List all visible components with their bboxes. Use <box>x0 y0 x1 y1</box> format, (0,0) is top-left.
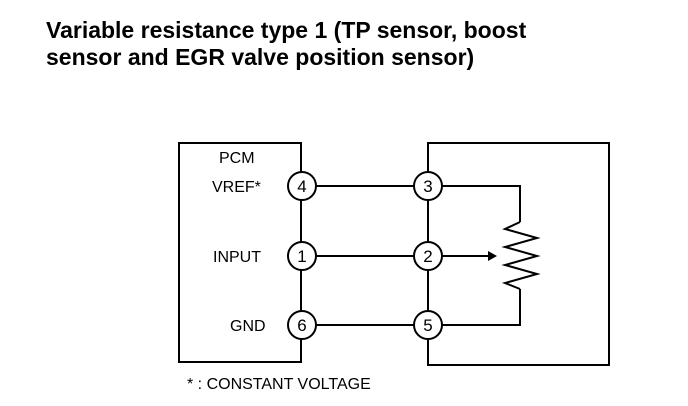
pcm-pin-circle <box>287 310 317 340</box>
sensor-wire-bottom <box>442 289 521 326</box>
pcm-pin-number: 1 <box>297 247 306 266</box>
pcm-pin-circle <box>287 241 317 271</box>
sensor-pin-number: 5 <box>423 316 432 335</box>
pcm-pin-number: 6 <box>297 316 306 335</box>
wiper-arrow-icon <box>488 251 497 261</box>
pcm-pin-number: 4 <box>297 177 306 196</box>
sensor-pin-number: 2 <box>423 247 432 266</box>
title-line-1: Variable resistance type 1 (TP sensor, b… <box>46 17 527 43</box>
pin-signal-input: INPUT <box>213 249 261 266</box>
sensor-pin-circle <box>413 241 443 271</box>
pcm-label: PCM <box>219 150 255 167</box>
footnote: * : CONSTANT VOLTAGE <box>187 376 371 393</box>
resistor-icon <box>501 221 541 290</box>
title-line-2: sensor and EGR valve position sensor) <box>46 44 475 70</box>
pin-signal-vref: VREF* <box>212 179 261 196</box>
pcm-pin-circle <box>287 171 317 201</box>
sensor-pin-number: 3 <box>423 177 432 196</box>
diagram-title: Variable resistance type 1 (TP sensor, b… <box>46 17 666 71</box>
sensor-wire-top <box>442 185 521 222</box>
sensor-box <box>427 142 610 366</box>
sensor-pin-circle <box>413 171 443 201</box>
sensor-pin-circle <box>413 310 443 340</box>
pin-signal-gnd: GND <box>230 318 266 335</box>
